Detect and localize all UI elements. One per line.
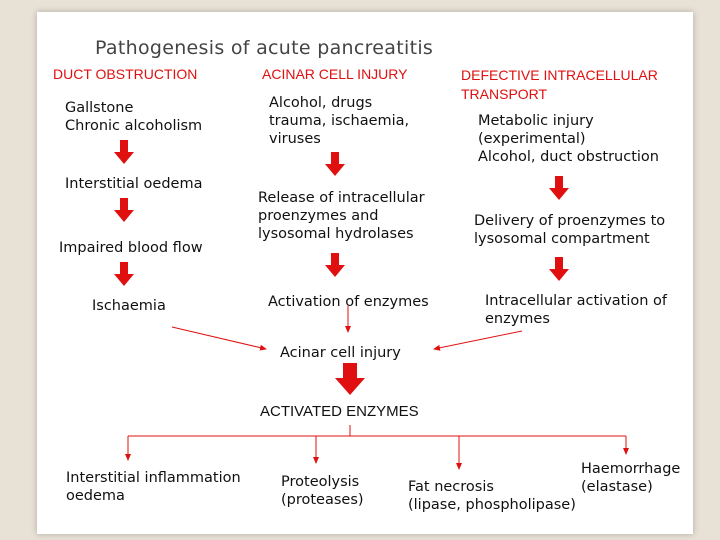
activation-of-enzymes: Activation of enzymes [268,294,429,310]
transport-causes: Metabolic injury (experimental) Alcohol,… [478,113,659,165]
delivery-of-proenzymes: Delivery of proenzymes to lysosomal comp… [474,213,666,247]
outcome-interstitial-inflammation: Interstitial inflammation oedema [66,470,241,504]
acinar-causes: Alcohol, drugs trauma, ischaemia, viruse… [269,95,410,147]
outcome-proteolysis: Proteolysis (proteases) [281,474,364,508]
heading-acinar-cell-injury: ACINAR CELL INJURY [262,66,408,82]
release-of-proenzymes: Release of intracellular proenzymes and … [258,190,425,242]
acinar-cell-injury-node: Acinar cell injury [280,345,401,361]
ischaemia: Ischaemia [92,298,166,314]
duct-causes: Gallstone Chronic alcoholism [65,100,203,134]
heading-defective-transport: DEFECTIVE INTRACELLULAR TRANSPORT [461,67,658,102]
outcome-haemorrhage: Haemorrhage (elastase) [581,461,681,495]
impaired-blood-flow: Impaired blood flow [59,240,203,256]
activated-enzymes-node: ACTIVATED ENZYMES [260,403,419,420]
heading-duct-obstruction: DUCT OBSTRUCTION [53,66,198,82]
intracellular-activation: Intracellular activation of enzymes [485,293,668,327]
interstitial-oedema: Interstitial oedema [65,176,203,192]
page-title: Pathogenesis of acute pancreatitis [95,37,434,59]
outcome-fat-necrosis: Fat necrosis (lipase, phospholipase) [408,479,576,513]
slide-card [37,12,693,534]
